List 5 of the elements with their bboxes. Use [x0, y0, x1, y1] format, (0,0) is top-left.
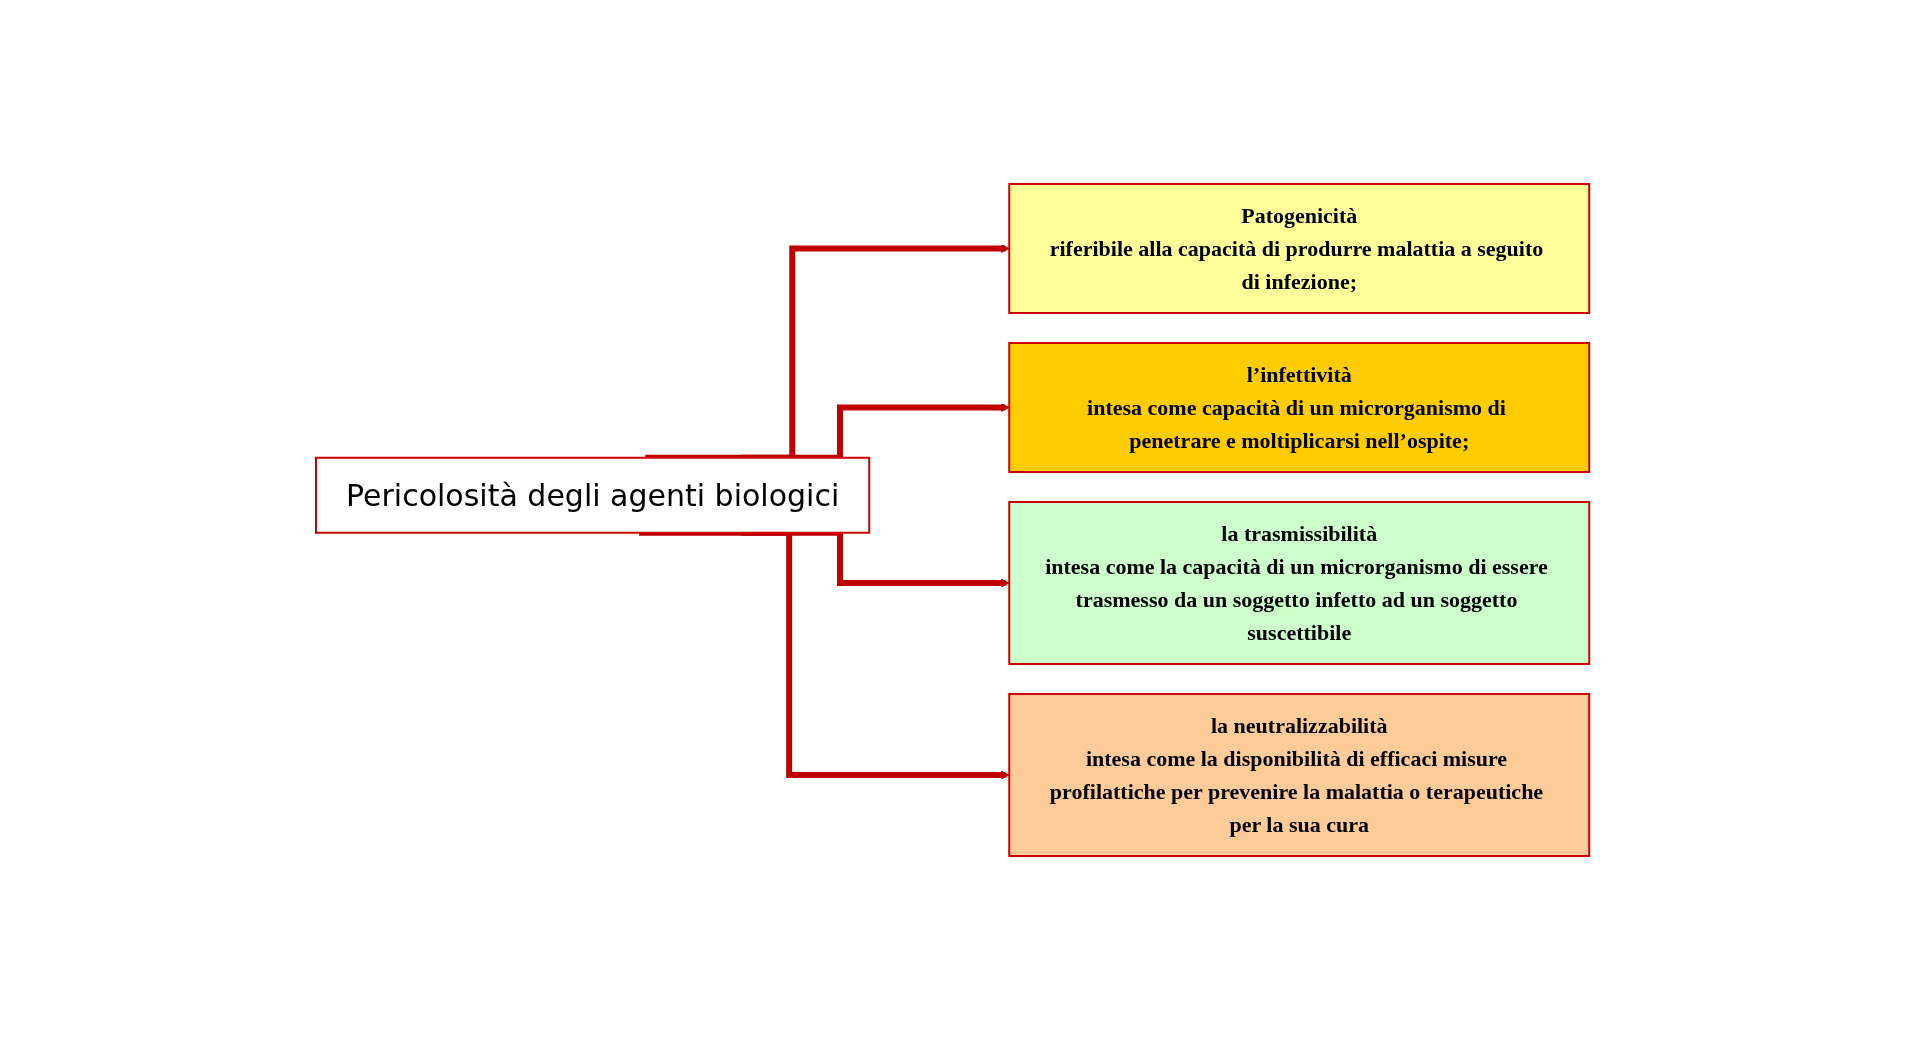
node-box: Pericolosità degli agenti biologici	[315, 456, 871, 534]
node-box: l’infettività intesa come capacità di un microrganismo di penetrare e moltiplicarsi nell’ospite;	[1008, 342, 1591, 473]
node-box: Patogenicità riferibile alla capacità di produrre malattia a seguito di infezione;	[1008, 183, 1591, 314]
node-box: la trasmissibilità intesa come la capacità di un microrganismo di essere trasmesso da un soggetto infetto ad un soggetto suscettibile	[1008, 501, 1591, 665]
node-box: la neutralizzabilità intesa come la disponibilità di efficaci misure profilattiche per prevenire la malattia o terapeutiche per la sua cura	[1008, 693, 1591, 857]
